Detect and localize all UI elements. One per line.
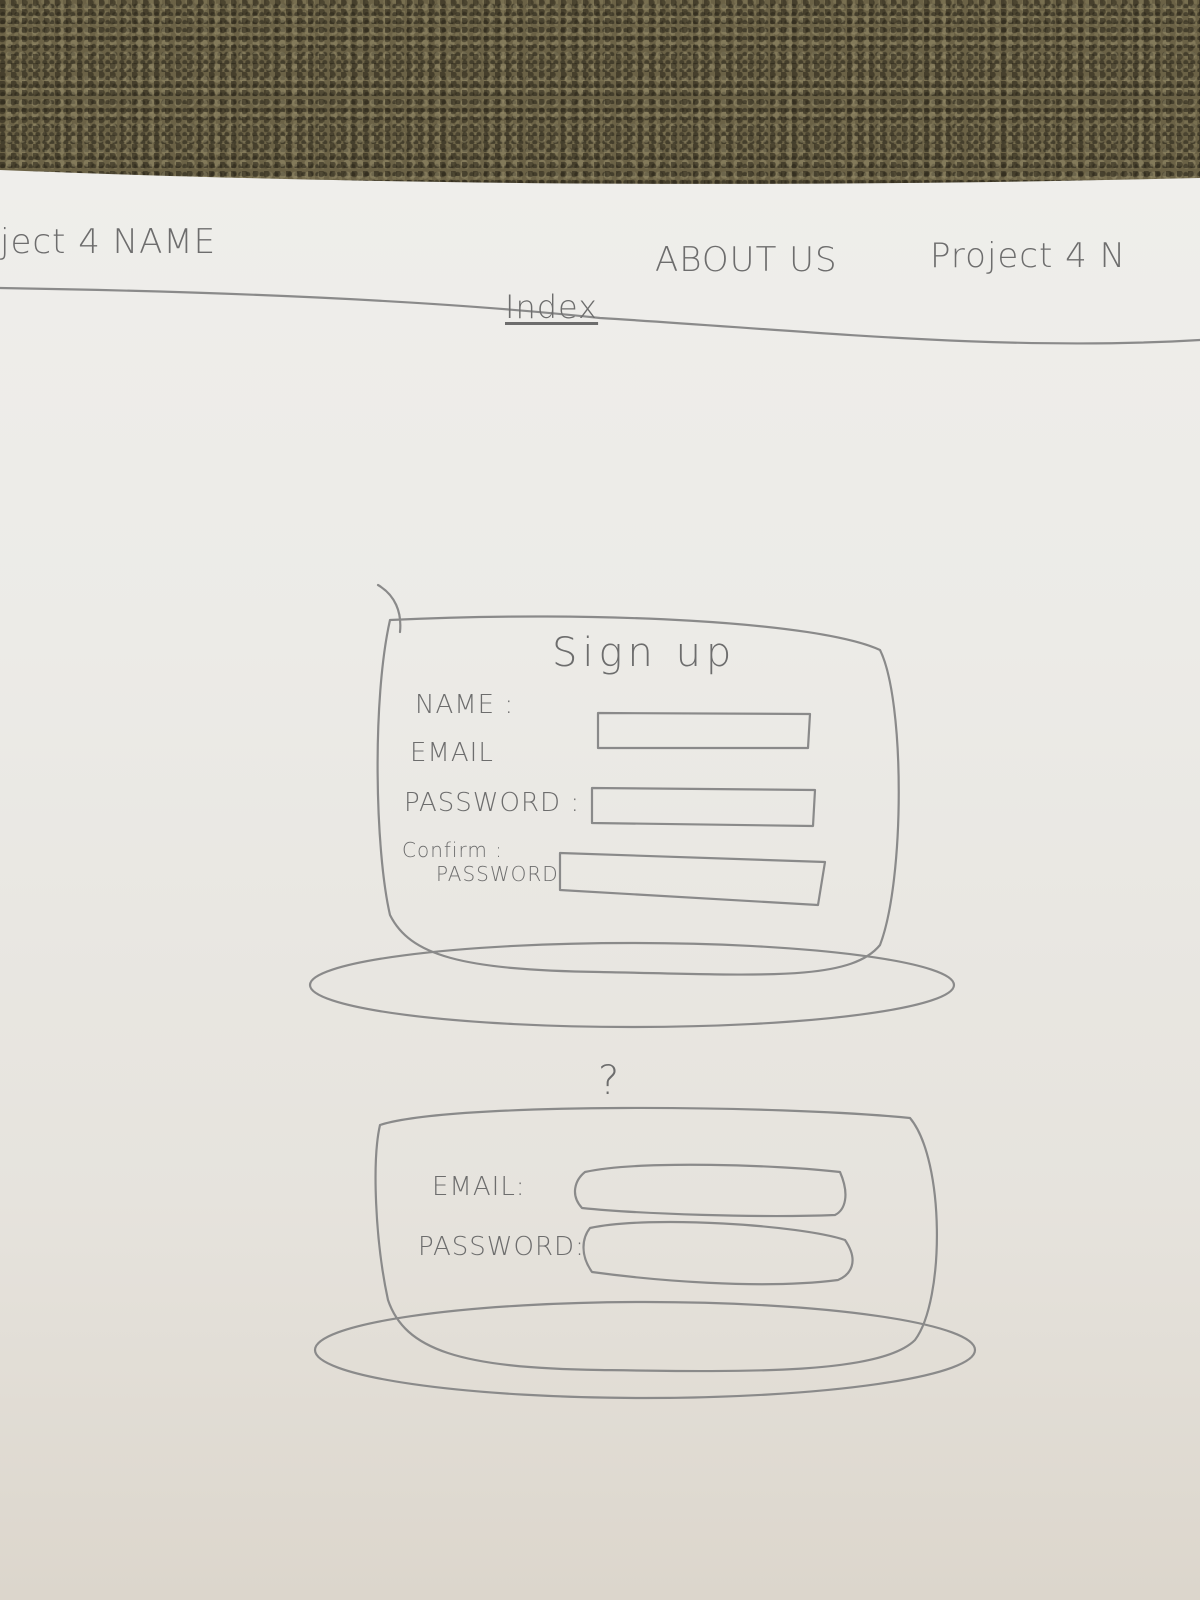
signup-submit-button[interactable]	[308, 941, 956, 1029]
signup-confirm-label: Confirm :	[402, 838, 503, 862]
signup-email-label: EMAIL	[410, 738, 494, 768]
paper-edge	[0, 170, 1200, 200]
signup-name-input[interactable]	[596, 711, 812, 750]
signup-card-outline	[376, 615, 900, 976]
nav-about-us[interactable]: ABOUT US	[655, 240, 838, 280]
signup-confirm-password-label: PASSWORD	[436, 862, 559, 886]
carpet-background	[0, 0, 1200, 190]
login-password-input[interactable]	[582, 1220, 854, 1286]
signup-password-input[interactable]	[590, 786, 817, 828]
signup-confirm-password-input[interactable]	[558, 851, 827, 907]
nav-project[interactable]: Project 4 N	[930, 236, 1127, 276]
login-email-label: EMAIL:	[432, 1172, 526, 1202]
login-password-label: PASSWORD:	[418, 1232, 585, 1262]
signup-password-label: PASSWORD :	[404, 788, 581, 818]
nav-index-link[interactable]: Index	[505, 288, 599, 326]
login-email-input[interactable]	[573, 1163, 847, 1218]
header-divider	[0, 286, 1200, 345]
login-card-outline	[374, 1106, 938, 1373]
separator-question-mark: ?	[598, 1058, 621, 1104]
signup-name-label: NAME :	[415, 690, 515, 720]
nav-brand[interactable]: ject 4 NAME	[0, 222, 217, 262]
signup-card-corner-stroke	[376, 583, 402, 634]
signup-title: Sign up	[552, 630, 737, 676]
login-submit-button[interactable]	[313, 1300, 977, 1400]
